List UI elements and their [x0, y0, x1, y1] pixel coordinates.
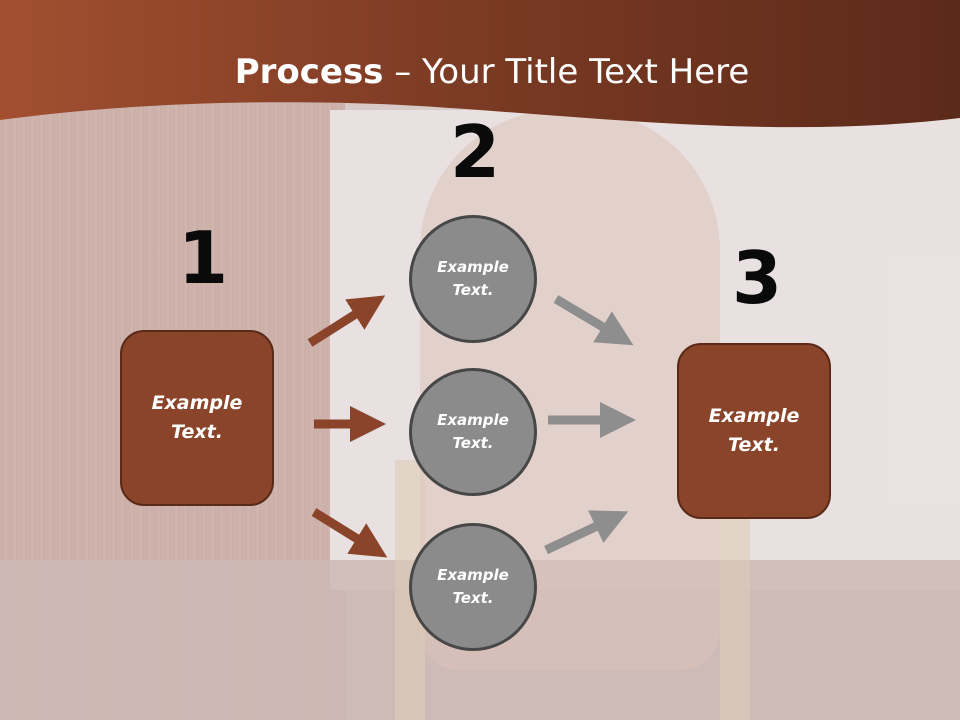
process-circle-top: Example Text. [409, 215, 537, 343]
input-box: Example Text. [120, 330, 274, 506]
step-number-3: 3 [732, 236, 783, 320]
title-rest: – Your Title Text Here [383, 52, 750, 92]
circle-middle-text: Example Text. [437, 411, 509, 452]
arrow-to-circle-bottom [311, 508, 388, 558]
output-box: Example Text. [677, 343, 831, 519]
circle-top-text: Example Text. [437, 258, 509, 299]
header-band [0, 0, 960, 128]
title-bold: Process [234, 52, 384, 92]
arrow-from-circle-top [553, 295, 634, 346]
arrow-from-circle-bottom [544, 510, 629, 555]
step-number-2: 2 [450, 110, 501, 194]
arrow-to-circle-top [307, 295, 386, 347]
input-box-text: Example Text. [151, 392, 243, 443]
process-circle-bottom: Example Text. [409, 523, 537, 651]
output-box-text: Example Text. [708, 405, 800, 456]
circle-bottom-text: Example Text. [437, 566, 509, 607]
process-circle-middle: Example Text. [409, 368, 537, 496]
page-title: Process – Your Title Text Here [0, 52, 960, 92]
step-number-1: 1 [178, 216, 229, 300]
